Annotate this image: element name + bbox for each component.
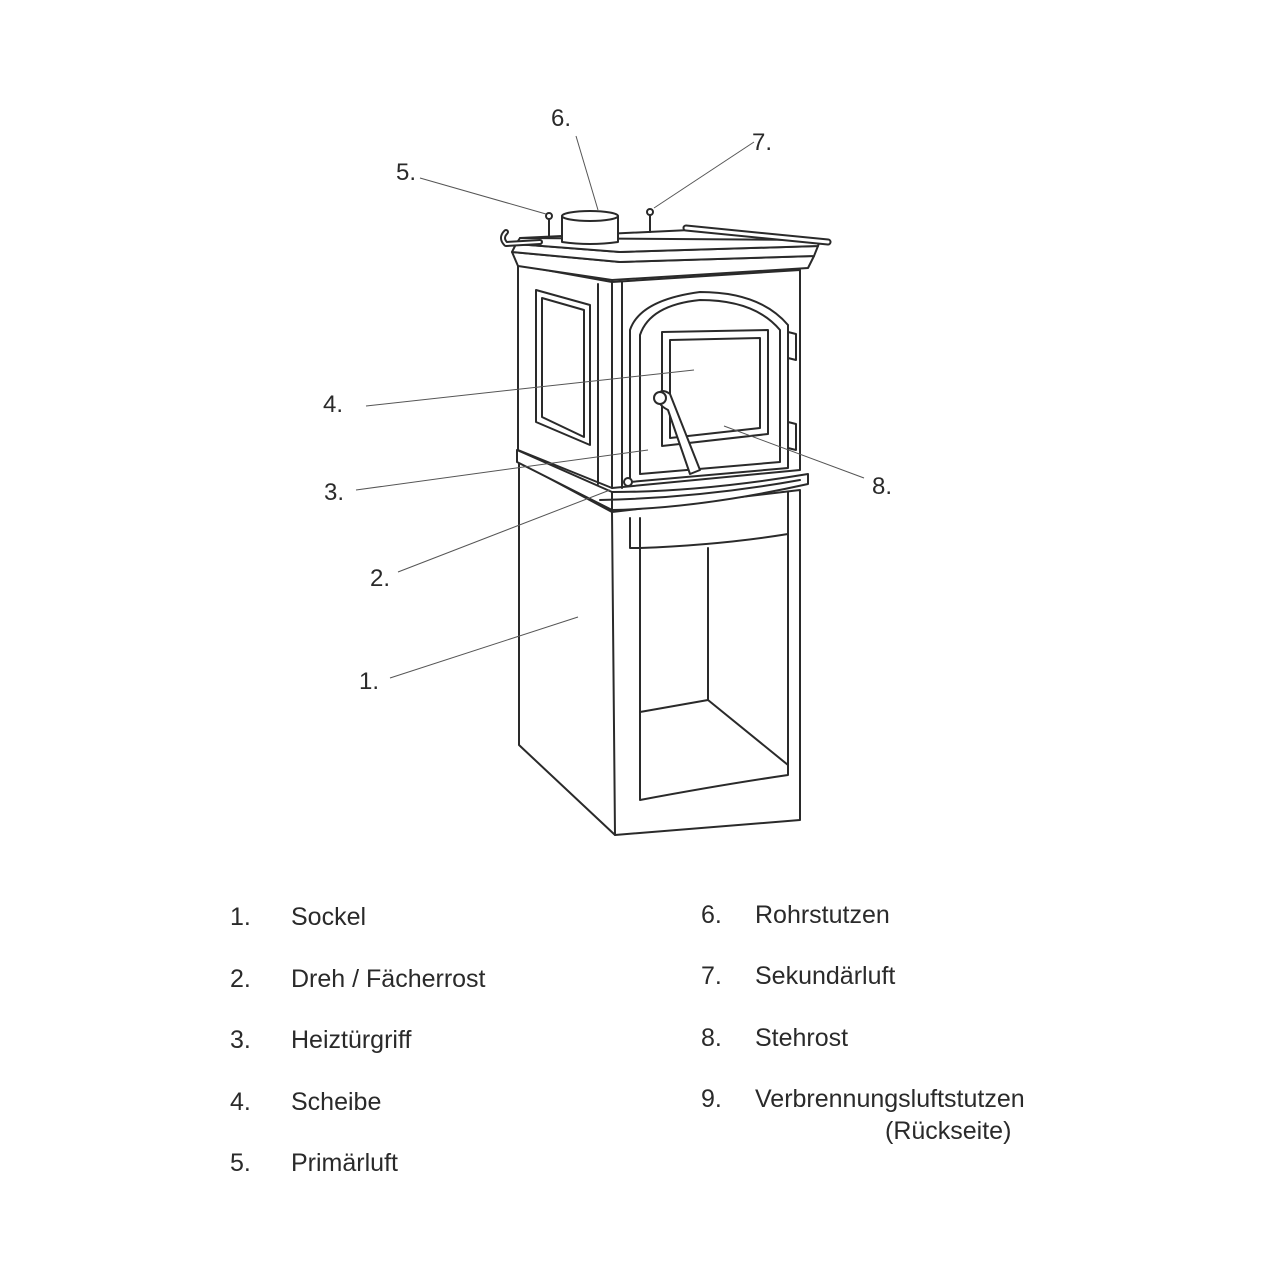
callout-4: 4. bbox=[323, 391, 343, 418]
pedestal-ledge bbox=[516, 449, 809, 511]
top-rails bbox=[500, 224, 832, 247]
callout-6: 6. bbox=[551, 105, 571, 132]
leader-2 bbox=[397, 489, 611, 573]
leader-lines bbox=[355, 135, 865, 679]
leader-8 bbox=[723, 425, 865, 479]
secondary-air-knob bbox=[646, 208, 654, 233]
leader-3 bbox=[355, 449, 649, 491]
callout-1: 1. bbox=[359, 668, 379, 695]
door-glass bbox=[661, 329, 769, 447]
flue-collar bbox=[561, 210, 619, 245]
leader-1 bbox=[389, 616, 579, 679]
door bbox=[623, 291, 789, 487]
primary-air-knob bbox=[545, 212, 553, 239]
leader-6 bbox=[575, 135, 599, 211]
callout-8: 8. bbox=[872, 473, 892, 500]
stove-drawing bbox=[500, 208, 832, 836]
callout-3: 3. bbox=[324, 479, 344, 506]
leader-7 bbox=[653, 141, 755, 209]
callout-7: 7. bbox=[752, 129, 772, 156]
callout-2: 2. bbox=[370, 565, 390, 592]
pedestal bbox=[518, 461, 801, 836]
callout-5: 5. bbox=[396, 159, 416, 186]
leader-4 bbox=[365, 369, 695, 407]
callout-numbers: 1. 2. 3. 4. 5. 6. 7. 8. bbox=[323, 105, 892, 695]
leader-5 bbox=[419, 177, 547, 215]
